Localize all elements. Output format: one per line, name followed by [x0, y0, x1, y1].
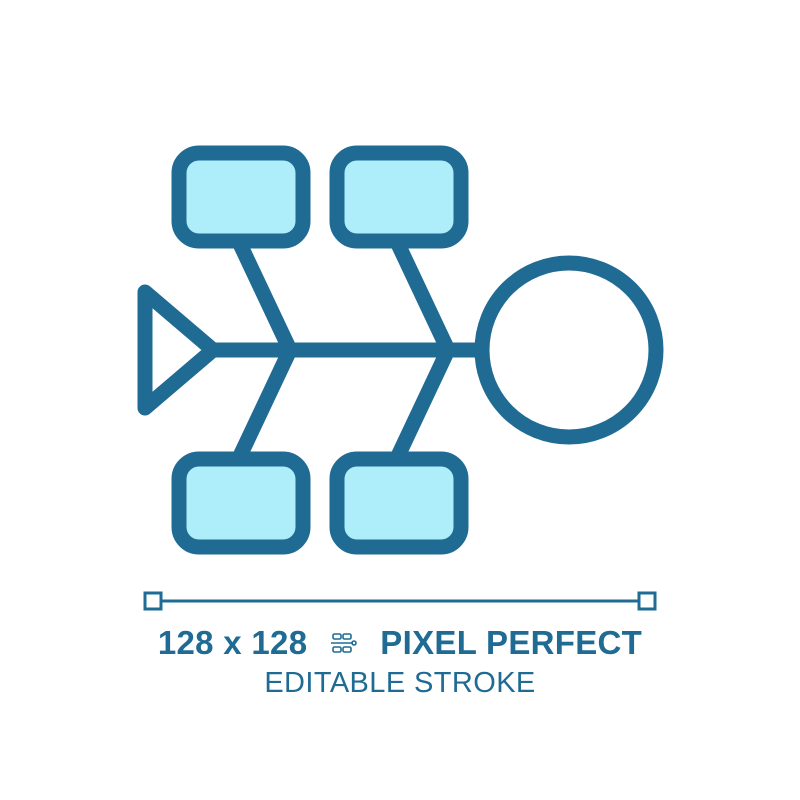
ruler-left-handle [143, 591, 163, 611]
bone-top-right [390, 236, 456, 358]
size-label: 128 x 128 [157, 624, 308, 662]
editable-stroke-label: EDITABLE STROKE [264, 667, 536, 699]
box-bottom-left [171, 451, 311, 555]
mini-diagram-icon [330, 633, 357, 654]
caption-line-1: 128 x 128 PIXEL PERFECT [0, 622, 800, 666]
ruler-right-handle [637, 591, 657, 611]
tail-triangle [137, 284, 221, 416]
pixel-perfect-label: PIXEL PERFECT [380, 624, 643, 662]
bone-bottom-left [232, 342, 298, 464]
box-top-right [329, 145, 469, 249]
bone-bottom-right [390, 342, 456, 464]
box-top-left [171, 145, 311, 249]
box-bottom-right [329, 451, 469, 555]
bone-top-left [232, 236, 298, 358]
head-circle [474, 255, 664, 445]
